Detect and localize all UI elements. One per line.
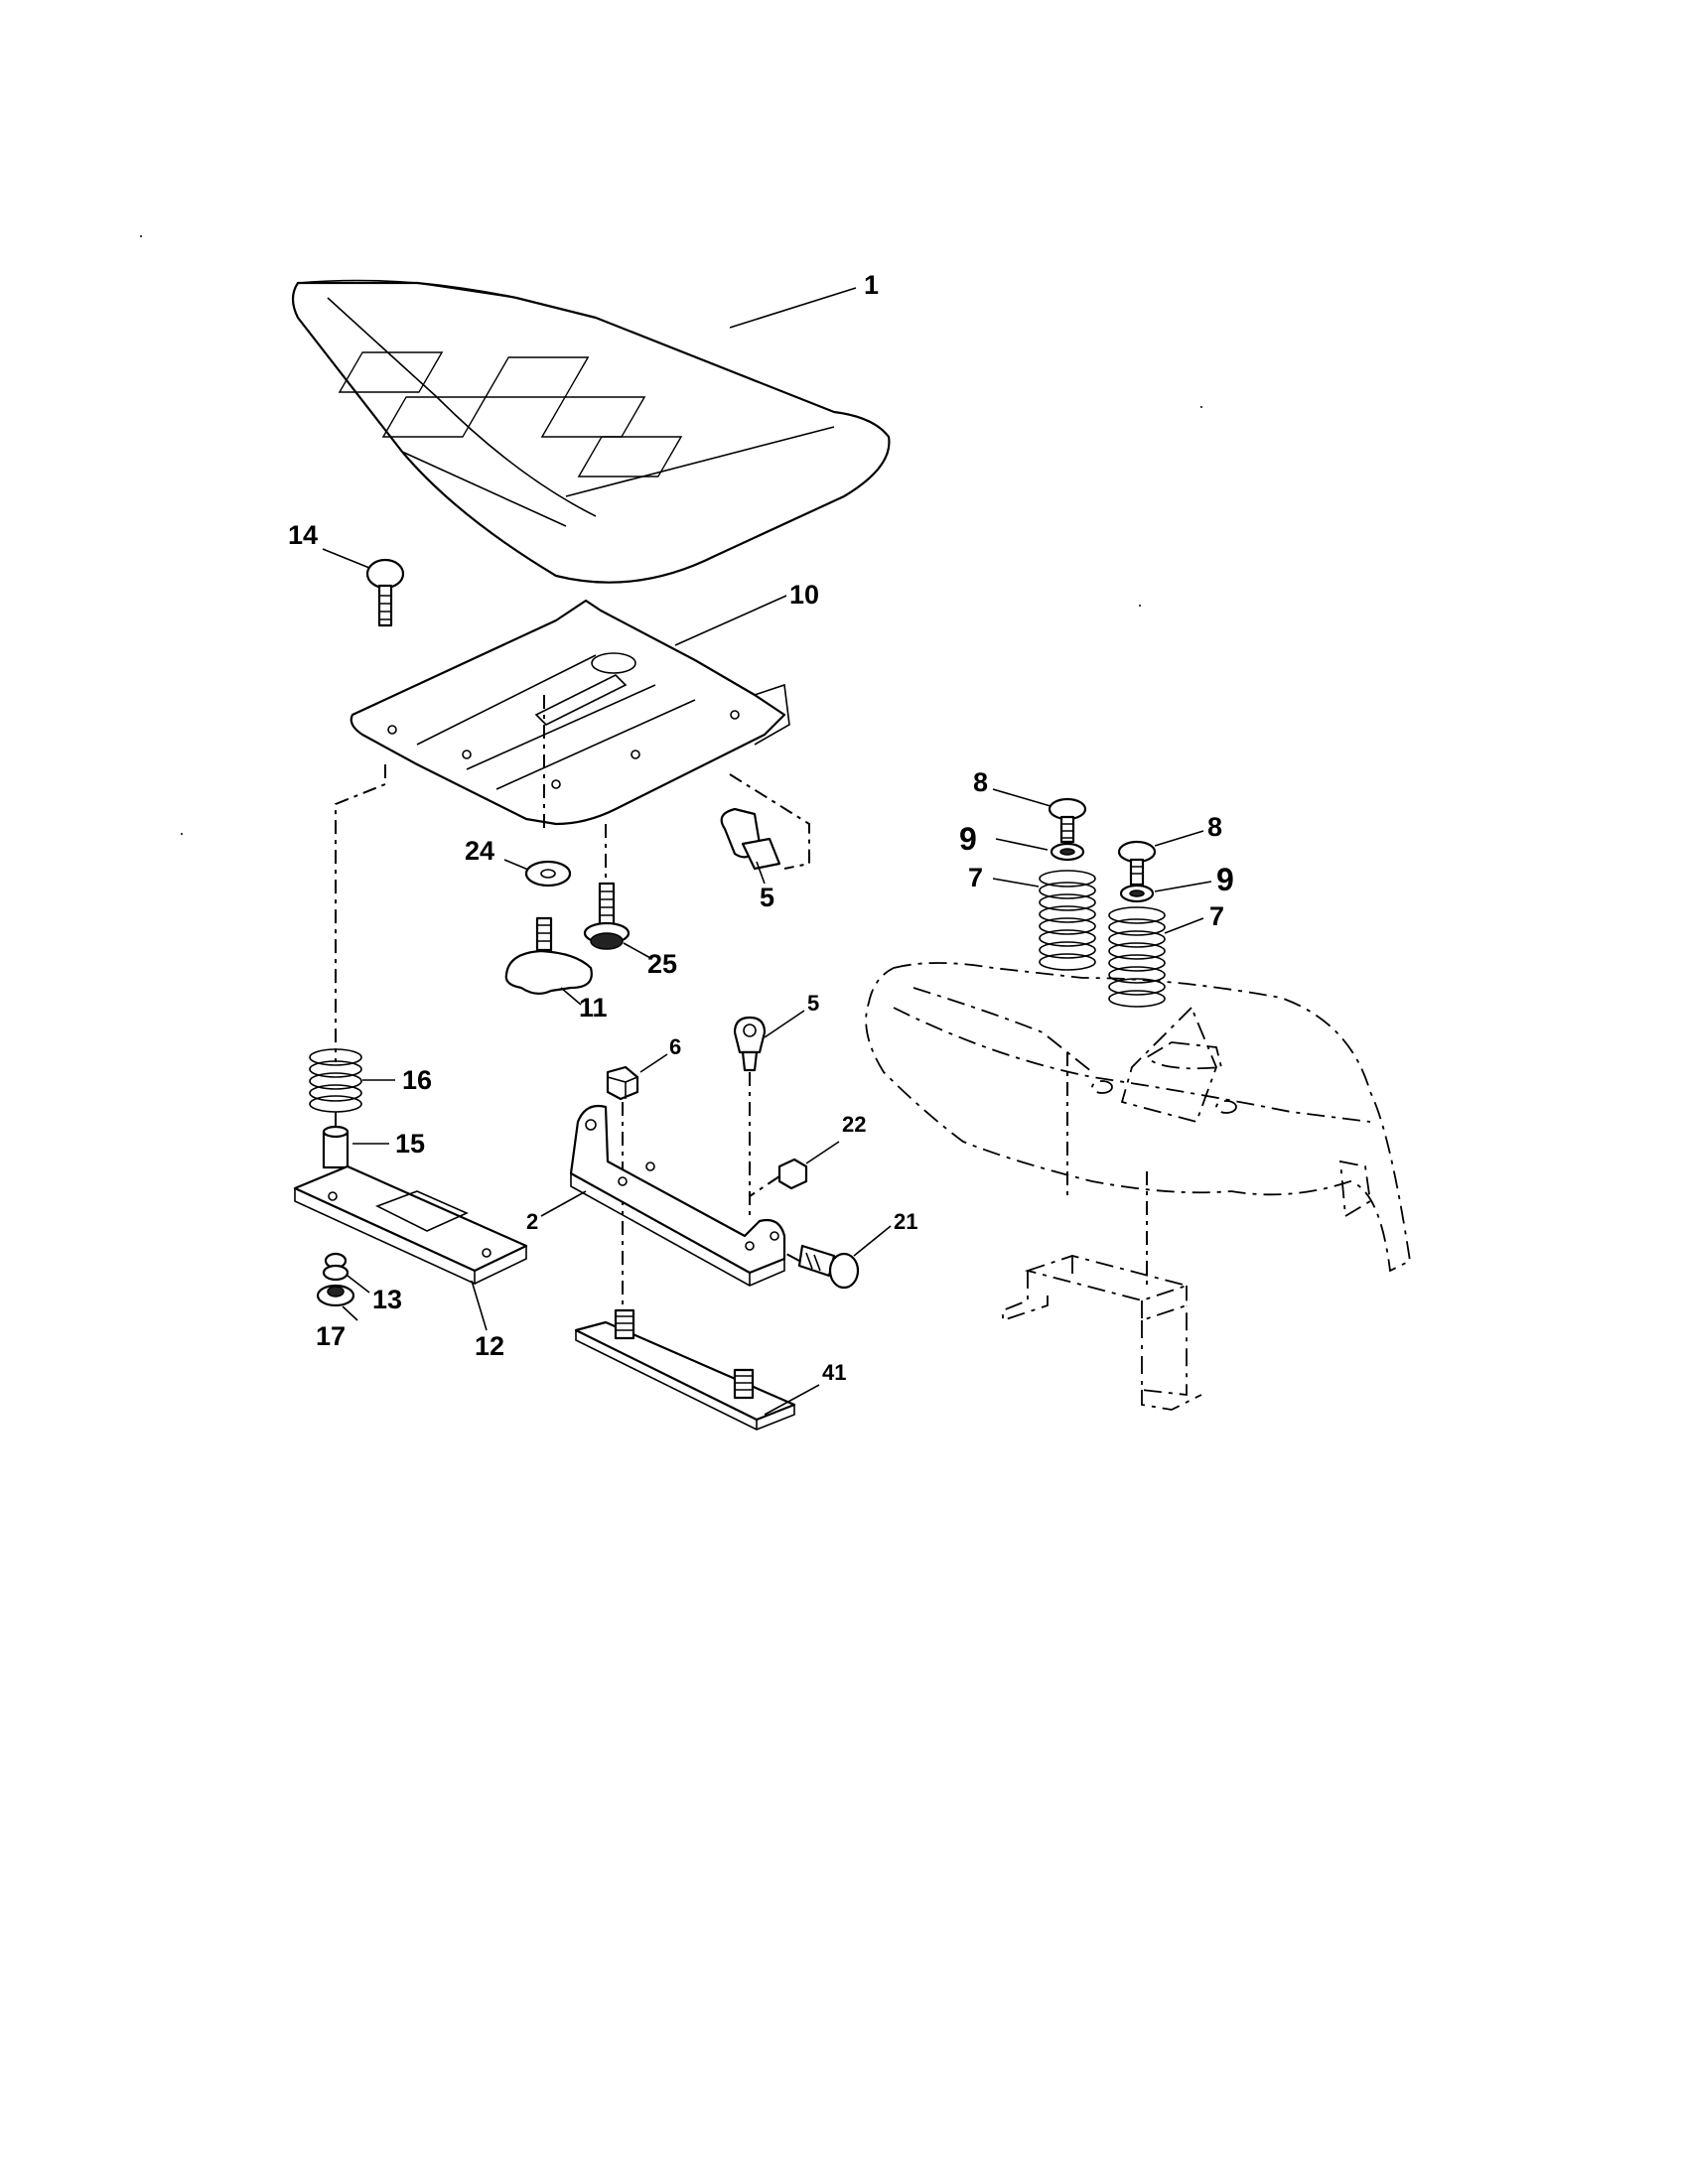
knob-part-8-left: 8 — [973, 767, 1087, 844]
speck — [140, 235, 142, 237]
callout-25: 25 — [647, 949, 677, 979]
callout-7-right: 7 — [1209, 901, 1224, 931]
spring-part-16: 16 — [309, 1048, 432, 1113]
speck — [181, 833, 183, 835]
callout-15: 15 — [395, 1129, 425, 1159]
plate-part-41: 41 — [574, 1308, 846, 1431]
callout-13: 13 — [372, 1285, 402, 1314]
clip-part-5-upper: 5 — [720, 807, 781, 912]
callout-9-left: 9 — [959, 821, 977, 857]
frame-reference — [1002, 1052, 1202, 1411]
bolt-part-14: 14 — [288, 520, 405, 627]
callout-41: 41 — [822, 1360, 846, 1385]
bracket-part-2: 2 — [526, 1104, 786, 1287]
guide-line-left — [335, 764, 386, 1062]
knob-part-8-right: 8 — [1117, 812, 1222, 887]
callout-5-lower: 5 — [807, 991, 819, 1016]
washer-part-9-left: 9 — [959, 821, 1085, 862]
nut-part-22: 22 — [777, 1112, 866, 1190]
callout-16: 16 — [402, 1065, 432, 1095]
callout-6: 6 — [669, 1034, 681, 1059]
spring-part-7-right: 7 — [1108, 901, 1224, 1008]
callout-5-upper: 5 — [760, 883, 774, 912]
speck — [1139, 605, 1141, 607]
callout-17: 17 — [316, 1321, 346, 1351]
callout-14: 14 — [288, 520, 318, 550]
callout-8-left: 8 — [973, 767, 988, 797]
guide-line-bolt21 — [783, 1252, 800, 1262]
callout-9-right: 9 — [1216, 862, 1234, 897]
fender-reference — [865, 962, 1411, 1273]
callout-2: 2 — [526, 1209, 538, 1234]
spring-part-7-left: 7 — [968, 863, 1096, 971]
seat-pan-part-10: 10 — [350, 580, 819, 826]
knob-part-11: 11 — [504, 916, 608, 1023]
callout-12: 12 — [475, 1331, 504, 1361]
callout-22: 22 — [842, 1112, 866, 1137]
washer-part-24: 24 — [465, 836, 572, 887]
spacer-part-15: 15 — [322, 1125, 425, 1169]
seat-part-1: 1 — [291, 270, 891, 584]
callout-8-right: 8 — [1207, 812, 1222, 842]
speck — [1200, 406, 1202, 408]
callout-10: 10 — [789, 580, 819, 610]
callout-11: 11 — [579, 993, 608, 1023]
bolt-part-21: 21 — [797, 1209, 917, 1290]
callout-7-left: 7 — [968, 863, 983, 892]
callout-24: 24 — [465, 836, 494, 866]
callout-1: 1 — [864, 270, 879, 300]
bolt-part-25: 25 — [583, 882, 677, 979]
guide-line-nut22 — [749, 1175, 780, 1197]
washer-part-9-right: 9 — [1119, 862, 1234, 903]
clip-part-5-lower: 5 — [733, 991, 819, 1072]
nut-part-17: 17 — [316, 1284, 358, 1351]
nut-part-6: 6 — [606, 1034, 681, 1101]
bracket-part-12: 12 — [293, 1164, 528, 1361]
nut-part-13: 13 — [322, 1252, 402, 1314]
callout-21: 21 — [894, 1209, 917, 1234]
